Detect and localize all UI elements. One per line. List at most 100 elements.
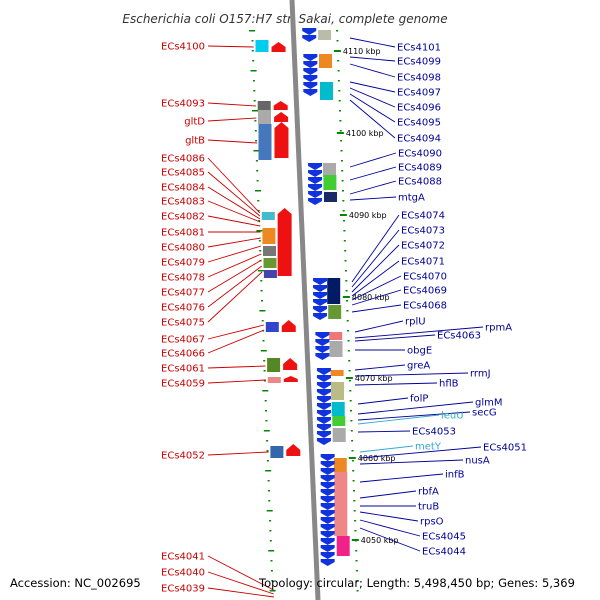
gene-label-right[interactable]: rplU <box>405 317 426 328</box>
gene-label-left[interactable]: ECs4100 <box>161 42 205 53</box>
gene-label-left[interactable]: ECs4039 <box>161 584 205 595</box>
gene-label-right[interactable]: ECs4072 <box>401 241 445 252</box>
gene-label-left[interactable]: ECs4079 <box>161 258 205 269</box>
tick-dot <box>345 290 348 292</box>
forward-gene-arrow <box>308 184 323 191</box>
gene-label-right[interactable]: folP <box>410 394 428 405</box>
position-tick <box>336 132 344 134</box>
tick-dot <box>261 320 264 322</box>
gene-label-right[interactable]: ECs4088 <box>398 177 442 188</box>
forward-gene-arrow <box>320 552 335 559</box>
gene-label-left[interactable]: ECs4081 <box>161 228 205 239</box>
gene-label-right[interactable]: truB <box>418 502 439 513</box>
gene-label-right[interactable]: leuU <box>441 411 464 422</box>
gene-label-left[interactable]: ECs4061 <box>161 364 205 375</box>
tick-dot <box>337 70 340 72</box>
gene-label-right[interactable]: ECs4063 <box>437 331 481 342</box>
gene-label-right[interactable]: nusA <box>465 456 490 467</box>
gene-label-right[interactable]: ECs4094 <box>397 134 441 145</box>
leader-line <box>354 326 484 339</box>
gene-label-right[interactable]: ECs4069 <box>403 286 447 297</box>
gene-label-left[interactable]: ECs4075 <box>161 318 205 329</box>
tick-dot <box>265 410 267 412</box>
gene-label-right[interactable]: ECs4101 <box>397 43 441 54</box>
gene-label-left[interactable]: ECs4078 <box>161 273 205 284</box>
gene-label-left[interactable]: ECs4080 <box>161 243 205 254</box>
gene-label-left[interactable]: ECs4041 <box>161 552 205 563</box>
gene-label-left[interactable]: ECs4052 <box>161 451 205 462</box>
gene-label-right[interactable]: ECs4068 <box>403 301 447 312</box>
gene-label-left[interactable]: ECs4059 <box>161 379 205 390</box>
reverse-gene-arrow <box>274 122 289 158</box>
gene-label-left[interactable]: ECs4086 <box>161 154 205 165</box>
gene-label-right[interactable]: ECs4089 <box>398 163 442 174</box>
gene-label-right[interactable]: glmM <box>475 398 503 409</box>
gene-label-right[interactable]: ECs4045 <box>422 532 466 543</box>
gene-block <box>255 40 269 52</box>
gene-label-right[interactable]: rpsO <box>420 517 444 528</box>
gene-label-right[interactable]: ECs4070 <box>403 272 447 283</box>
gene-label-right[interactable]: hflB <box>439 379 459 390</box>
gene-label-right[interactable]: ECs4090 <box>398 149 442 160</box>
tick-dot <box>340 160 343 162</box>
gene-label-right[interactable]: ECs4051 <box>483 443 527 454</box>
leader-line <box>207 45 254 48</box>
leader-line <box>349 87 396 108</box>
gene-label-left[interactable]: ECs4093 <box>161 99 205 110</box>
gene-block <box>263 258 277 268</box>
gene-label-left[interactable]: ECs4082 <box>161 212 205 223</box>
gene-block <box>332 428 346 442</box>
gene-label-left[interactable]: ECs4077 <box>161 288 205 299</box>
gene-label-right[interactable]: ECs4098 <box>397 73 441 84</box>
gene-label-left[interactable]: ECs4084 <box>161 183 205 194</box>
gene-label-right[interactable]: ECs4053 <box>412 427 456 438</box>
gene-label-right[interactable]: rbfA <box>418 487 439 498</box>
gene-label-left[interactable]: gltD <box>184 117 205 128</box>
tick-dot <box>351 450 354 452</box>
gene-label-right[interactable]: ECs4095 <box>397 118 441 129</box>
tick-dot <box>343 230 346 232</box>
gene-label-right[interactable]: infB <box>445 470 465 481</box>
gene-label-right[interactable]: ECs4097 <box>397 88 441 99</box>
gene-label-right[interactable]: ECs4073 <box>401 226 445 237</box>
gene-label-left[interactable]: ECs4085 <box>161 168 205 179</box>
gene-label-right[interactable]: obgE <box>407 346 432 357</box>
leader-line <box>207 571 274 595</box>
gene-label-left[interactable]: gltB <box>185 136 205 147</box>
gene-label-left[interactable]: ECs4076 <box>161 303 205 314</box>
gene-label-left[interactable]: ECs4067 <box>161 335 205 346</box>
gene-label-right[interactable]: ECs4071 <box>401 257 445 268</box>
gene-labels[interactable]: ECs4100ECs4093gltDgltBECs4086ECs4085ECs4… <box>161 42 527 595</box>
gene-block <box>332 416 346 426</box>
tick-dot <box>356 580 359 582</box>
gene-label-right[interactable]: ECs4099 <box>397 57 441 68</box>
tick-mark <box>256 230 263 232</box>
gene-block <box>263 246 276 256</box>
leader-line <box>207 451 269 456</box>
gene-block <box>330 370 344 376</box>
gene-label-left[interactable]: ECs4040 <box>161 568 205 579</box>
gene-label-right[interactable]: rrmJ <box>470 369 491 380</box>
forward-gene-arrow <box>316 382 331 389</box>
gene-label-right[interactable]: greA <box>407 361 430 372</box>
position-label: 4060 kbp <box>358 454 396 463</box>
gene-label-right[interactable]: rpmA <box>485 323 512 334</box>
gene-label-left[interactable]: ECs4083 <box>161 197 205 208</box>
gene-label-right[interactable]: ECs4044 <box>422 547 466 558</box>
forward-gene-arrow <box>315 332 330 339</box>
tick-dot <box>343 220 346 222</box>
leader-line <box>351 214 400 283</box>
forward-gene-arrow <box>313 285 328 292</box>
tick-dot <box>353 510 356 512</box>
tick-dot <box>352 470 355 472</box>
tick-dot <box>354 530 357 532</box>
gene-label-right[interactable]: secG <box>472 408 497 419</box>
tick-dot <box>253 100 256 102</box>
gene-label-right[interactable]: metY <box>415 442 442 453</box>
tick-dot <box>342 210 345 212</box>
gene-label-right[interactable]: mtgA <box>398 193 425 204</box>
gene-label-right[interactable]: ECs4074 <box>401 211 445 222</box>
gene-label-right[interactable]: ECs4096 <box>397 103 441 114</box>
gene-label-left[interactable]: ECs4066 <box>161 349 205 360</box>
